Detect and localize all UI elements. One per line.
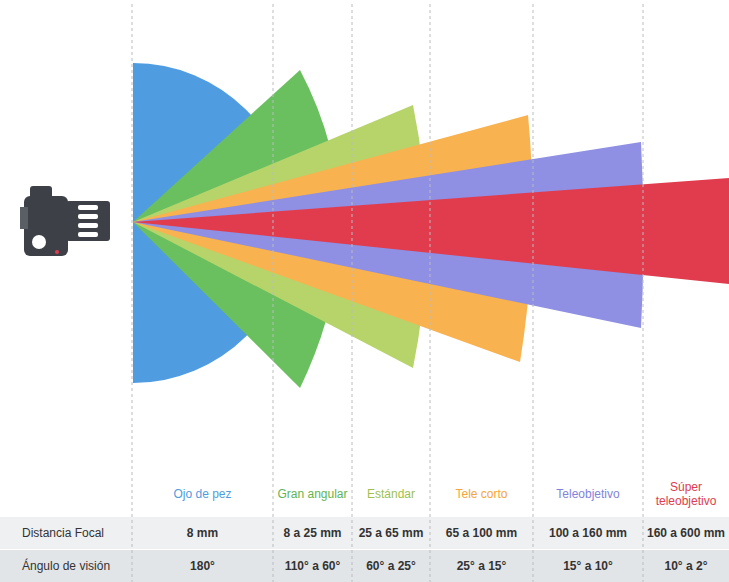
table-cell: 160 a 600 mm [645,526,727,540]
super-telephoto-wedge [133,178,729,284]
column-dividers [132,4,643,582]
table-cell: 8 a 25 mm [275,526,350,540]
row-header: Distancia Focal [22,526,128,540]
camera-icon [20,186,110,256]
table-cell: 8 mm [136,526,269,540]
table-cell: 65 a 100 mm [432,526,531,540]
category-label: Ojo de pez [136,487,269,501]
table-cell: 25 a 65 mm [354,526,428,540]
table-cell: 100 a 160 mm [535,526,641,540]
category-label: Súper teleobjetivo [645,480,727,508]
table-cell: 25° a 15° [432,559,531,573]
table-row-band [0,550,729,582]
category-label: Estándar [354,487,428,501]
table-cell: 10° a 2° [645,559,727,573]
table-cell: 60° a 25° [354,559,428,573]
category-label: Teleobjetivo [535,487,641,501]
category-label: Gran angular [275,487,350,501]
table-cell: 110° a 60° [275,559,350,573]
table-cell: 15° a 10° [535,559,641,573]
table-row-band [0,517,729,549]
category-label: Tele corto [432,487,531,501]
table-cell: 180° [136,559,269,573]
row-header: Ángulo de visión [22,559,128,573]
